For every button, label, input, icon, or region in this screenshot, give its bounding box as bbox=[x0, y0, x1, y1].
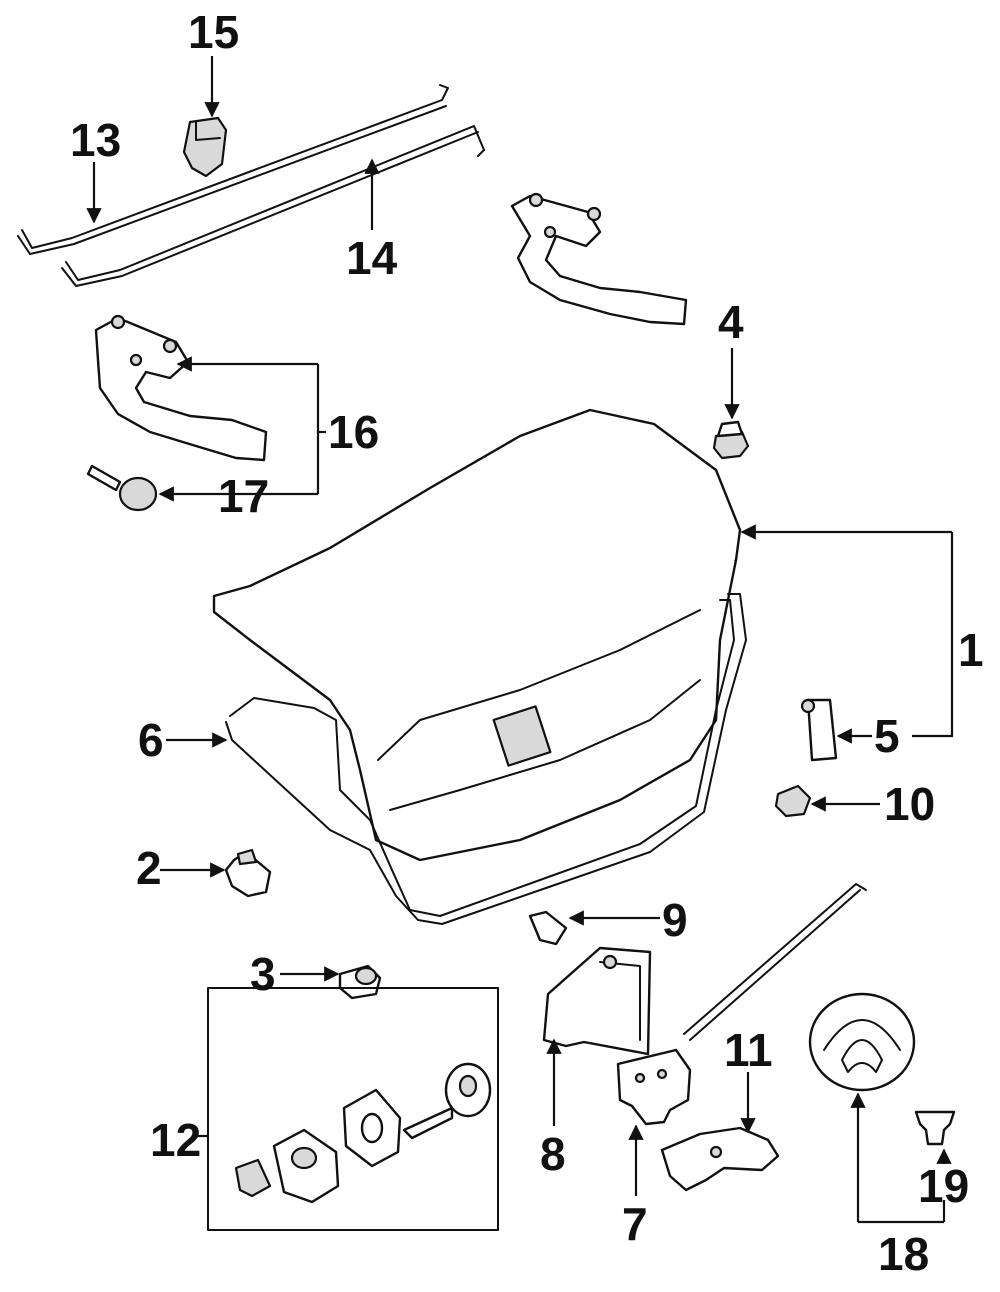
callout-13: 13 bbox=[70, 114, 121, 166]
callout-2: 2 bbox=[136, 842, 162, 894]
hinge-left bbox=[94, 314, 268, 462]
weatherstrip bbox=[225, 593, 747, 925]
callout-18: 18 bbox=[878, 1228, 929, 1280]
callout-5: 5 bbox=[874, 710, 900, 762]
callout-12: 12 bbox=[150, 1114, 201, 1166]
trunk-lid bbox=[212, 408, 742, 862]
emblem-clip bbox=[914, 1110, 956, 1146]
callout-11: 11 bbox=[724, 1024, 773, 1076]
callout-17: 17 bbox=[218, 470, 269, 522]
lid-latch bbox=[616, 1048, 692, 1126]
lock-cylinder-set bbox=[207, 987, 499, 1231]
callout-19: 19 bbox=[918, 1160, 969, 1212]
lid-bumper bbox=[712, 420, 750, 460]
trunk-torsion-rod-left bbox=[17, 84, 449, 255]
callout-4: 4 bbox=[718, 296, 744, 348]
grommet bbox=[774, 784, 812, 818]
callout-1: 1 bbox=[958, 624, 984, 676]
trunk-torsion-rod-right bbox=[61, 125, 485, 287]
callout-6: 6 bbox=[138, 714, 164, 766]
lock-bushing bbox=[338, 964, 382, 1000]
callout-10: 10 bbox=[884, 778, 935, 830]
callout-14: 14 bbox=[346, 232, 398, 284]
lid-striker bbox=[660, 1126, 780, 1192]
callout-8: 8 bbox=[540, 1128, 566, 1180]
callout-9: 9 bbox=[662, 894, 688, 946]
lid-latch-bracket bbox=[800, 698, 838, 762]
callout-3: 3 bbox=[250, 948, 276, 1000]
hinge-right bbox=[510, 192, 688, 326]
callout-16: 16 bbox=[328, 406, 379, 458]
bumper-stop bbox=[224, 848, 272, 898]
trunk-emblem bbox=[808, 992, 916, 1092]
callout-15: 15 bbox=[188, 6, 239, 58]
release-cable bbox=[683, 883, 867, 1041]
leader-lines bbox=[86, 56, 954, 1224]
callout-7: 7 bbox=[622, 1198, 648, 1250]
rod-holder-clip bbox=[182, 116, 228, 178]
callout-labels: 1 2 3 4 5 6 7 8 9 10 11 12 13 14 15 16 1… bbox=[70, 6, 984, 1280]
latch-screw bbox=[528, 910, 568, 946]
latch-cover bbox=[542, 946, 652, 1056]
hinge-bolt bbox=[86, 464, 158, 512]
